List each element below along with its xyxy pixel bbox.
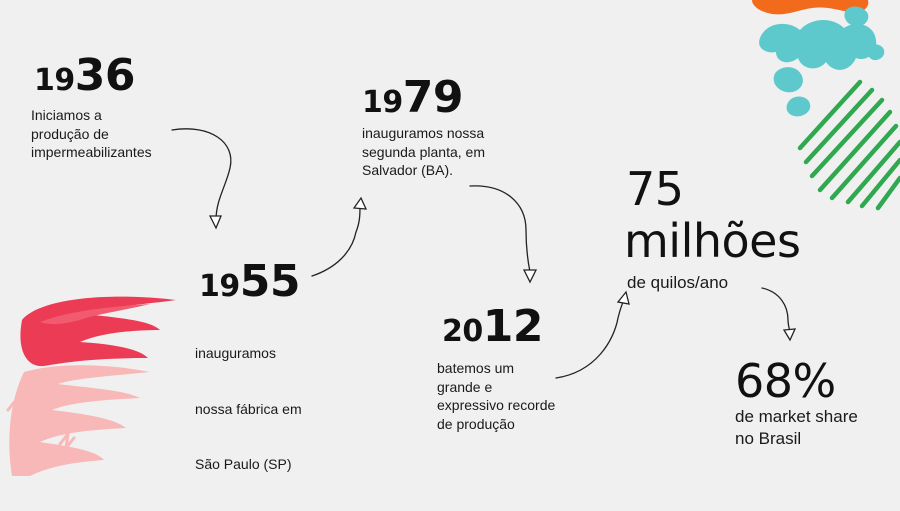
orange-blob-shape — [752, 0, 869, 15]
milestone-1936-text: Iniciamos a produção de impermeabilizant… — [31, 107, 152, 160]
milestone-1979-text: inauguramos nossa segunda planta, em Sal… — [362, 125, 485, 178]
production-label: de quilos/ano — [627, 273, 729, 292]
teal-blob-shape — [759, 6, 885, 117]
year-1979: 1979 — [362, 72, 463, 123]
pink-squiggle-shape — [6, 394, 76, 454]
arrow-75m-to-68pct — [761, 287, 791, 333]
year-2012: 2012 — [442, 301, 543, 352]
production-unit: milhões — [624, 214, 801, 268]
arrow-2012-to-75m — [555, 299, 625, 379]
year-1955: 1955 — [199, 256, 300, 307]
year-1936: 1936 — [34, 50, 135, 101]
green-stripes-shape — [797, 79, 900, 211]
arrow-1936-to-1955 — [171, 128, 232, 221]
production-number: 75 — [626, 162, 684, 216]
market-share-label: de market share no Brasil — [735, 407, 858, 448]
connector-arrows — [171, 128, 797, 379]
timeline-infographic: 1936 Iniciamos a produção de impermeabil… — [6, 0, 900, 476]
market-share-value: 68% — [735, 354, 836, 408]
milestone-1955-text: inauguramos nossa fábrica em São Paulo (… — [195, 345, 302, 472]
decorative-artwork — [6, 0, 900, 476]
arrow-1955-to-1979 — [311, 205, 361, 277]
red-swirl-inner-shape — [40, 304, 150, 325]
arrow-1979-to-2012 — [469, 185, 531, 273]
milestone-2012-text: batemos um grande e expressivo recorde d… — [437, 360, 556, 432]
red-swirl-shape — [20, 296, 176, 367]
pink-brush-shape — [9, 365, 150, 476]
